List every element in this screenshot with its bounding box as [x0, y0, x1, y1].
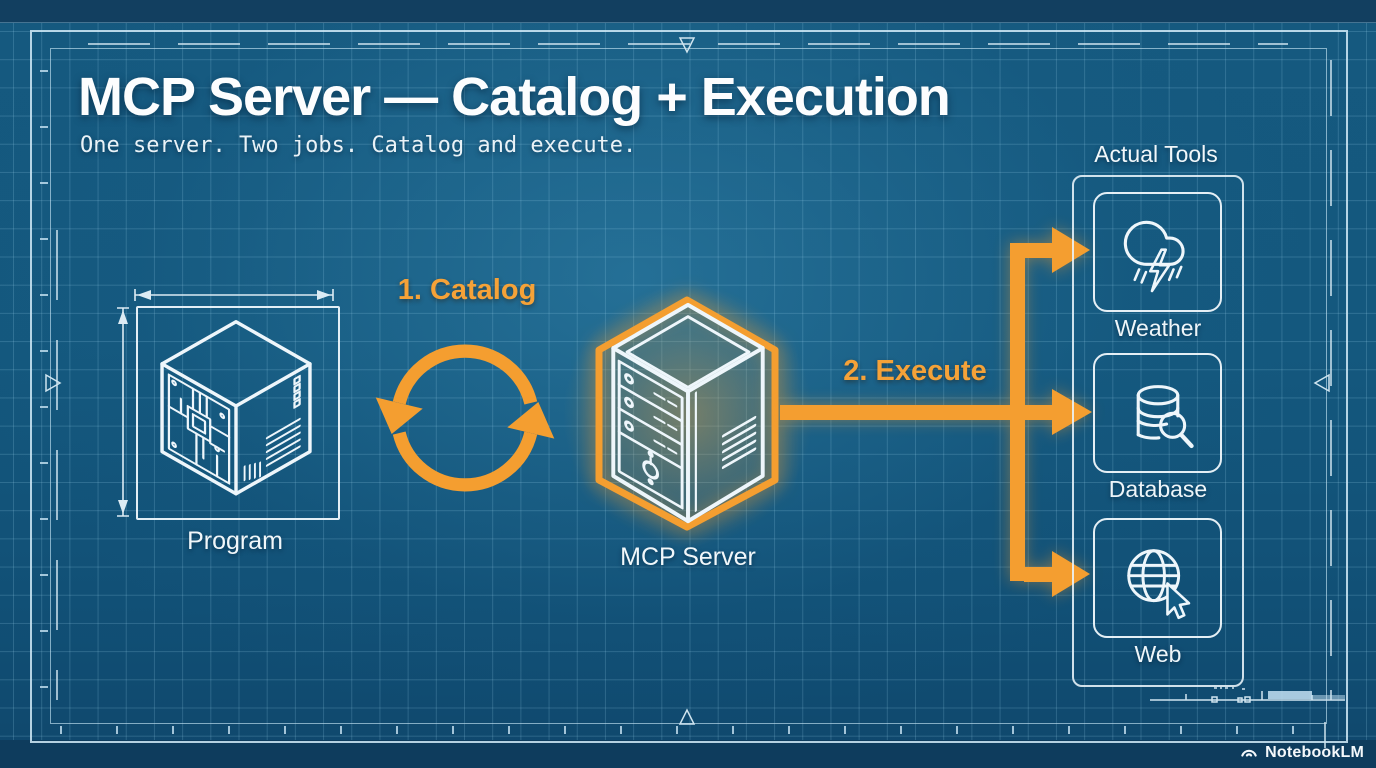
database-search-icon — [1136, 385, 1194, 449]
storm-cloud-icon — [1123, 220, 1185, 293]
program-bounding-box — [136, 306, 340, 520]
page-title: MCP Server — Catalog + Execution — [78, 67, 951, 127]
server-highlight-hexagon-icon — [595, 296, 779, 531]
tools-panel-title: Actual Tools — [1094, 141, 1218, 167]
tool-label-web: Web — [1134, 641, 1182, 667]
sync-cycle-icon — [375, 344, 555, 492]
server-cube-icon — [611, 302, 765, 524]
tool-card-weather — [1093, 192, 1222, 312]
tool-label-weather: Weather — [1114, 315, 1202, 341]
blueprint-grid — [0, 22, 1376, 740]
watermark-label: NotebookLM — [1265, 744, 1364, 761]
execute-step-label: 2. Execute — [843, 355, 987, 387]
watermark: NotebookLM — [1160, 742, 1364, 764]
tool-label-database: Database — [1108, 476, 1208, 502]
tool-card-web — [1093, 518, 1222, 638]
server-label: MCP Server — [620, 543, 756, 571]
catalog-step-label: 1. Catalog — [397, 274, 537, 306]
page-subtitle: One server. Two jobs. Catalog and execut… — [80, 133, 637, 158]
bottom-margin-strip — [0, 740, 1376, 768]
notebooklm-logo-icon — [1241, 749, 1257, 757]
outer-frame — [30, 30, 1348, 743]
program-label: Program — [187, 527, 283, 555]
branch-arrows-icon — [780, 227, 1092, 597]
tool-card-database — [1093, 353, 1222, 473]
top-margin-strip — [0, 0, 1376, 23]
circuit-cube-icon — [160, 320, 312, 496]
tools-panel: Weather Database — [1072, 175, 1244, 687]
globe-cursor-icon — [1126, 549, 1190, 620]
